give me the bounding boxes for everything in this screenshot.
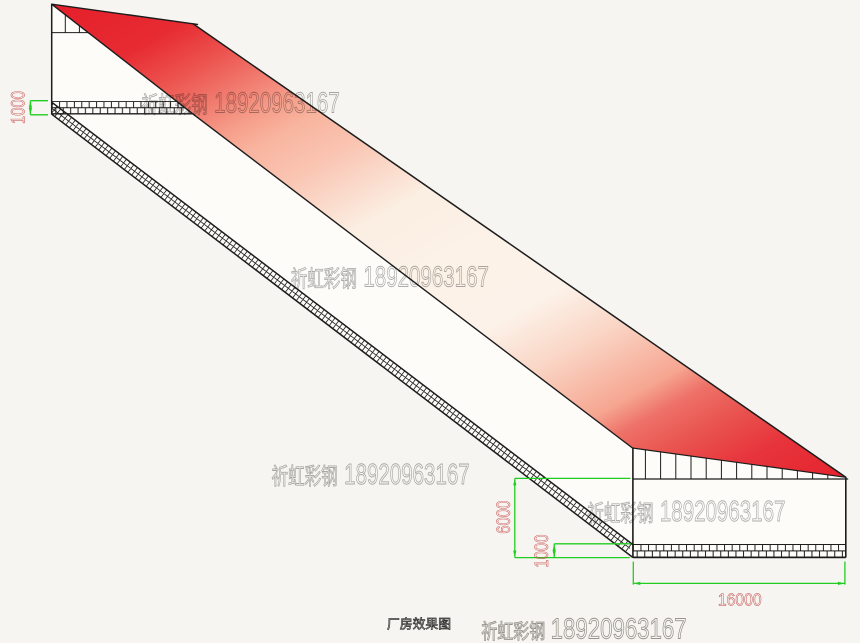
svg-text:厂房效果图: 厂房效果图	[387, 617, 451, 632]
svg-text:1000: 1000	[530, 535, 552, 568]
svg-text:16000: 16000	[718, 591, 762, 610]
svg-text:6000: 6000	[492, 501, 514, 534]
svg-text:1000: 1000	[6, 91, 28, 124]
